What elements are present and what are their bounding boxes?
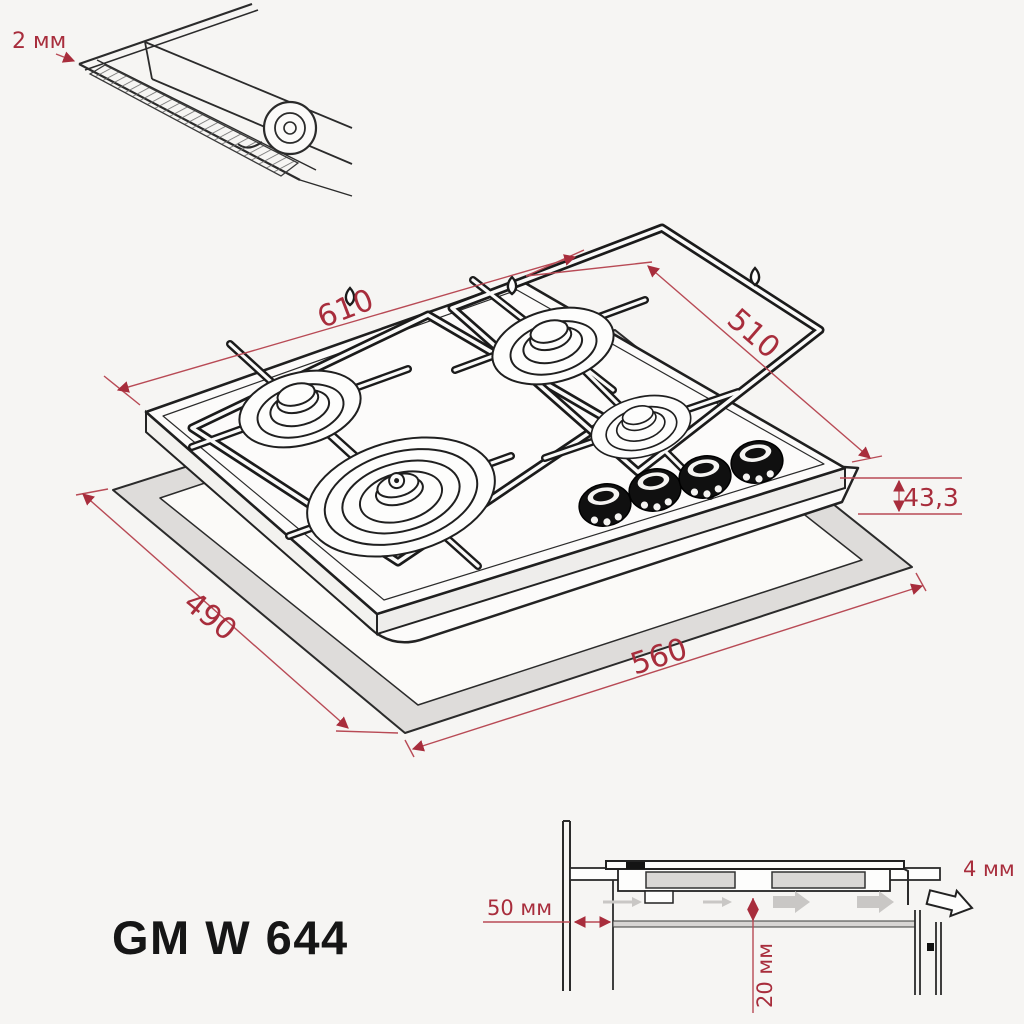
edge-seal-detail-drawing: 2 мм bbox=[12, 2, 353, 197]
burner-box bbox=[771, 871, 866, 889]
dim-label-43-3: 43,3 bbox=[903, 483, 959, 512]
dim-label-490: 490 bbox=[177, 585, 244, 648]
dim-label-510: 510 bbox=[720, 302, 786, 366]
dim-label-4mm: 4 мм bbox=[963, 857, 1015, 881]
hob-edge-corner bbox=[78, 2, 353, 197]
model-label: GM W 644 bbox=[112, 911, 349, 964]
vent-gap-arrow bbox=[925, 888, 974, 918]
dim-label-20mm: 20 мм bbox=[753, 943, 777, 1008]
dim-label-2mm: 2 мм bbox=[12, 29, 66, 54]
airflow-arrows bbox=[603, 891, 894, 913]
burner-wok-triple-crown bbox=[306, 436, 496, 558]
installation-section-drawing: 50 мм 20 мм 4 мм bbox=[483, 820, 1015, 1013]
burner-box bbox=[645, 871, 736, 889]
seal-tape-roll bbox=[237, 100, 318, 156]
cabinet-structure bbox=[612, 880, 942, 995]
dimension-20mm: 20 мм bbox=[747, 897, 777, 1013]
dimension-43-3: 43,3 bbox=[840, 477, 962, 515]
side-wall bbox=[562, 820, 571, 991]
hob-cross-section bbox=[605, 860, 909, 905]
dim-label-50mm: 50 мм bbox=[487, 896, 552, 920]
dimension-50mm: 50 мм bbox=[483, 896, 612, 928]
dim-label-610: 610 bbox=[313, 283, 379, 336]
hob-isometric-drawing: 610 510 43,3 490 560 bbox=[75, 230, 962, 758]
